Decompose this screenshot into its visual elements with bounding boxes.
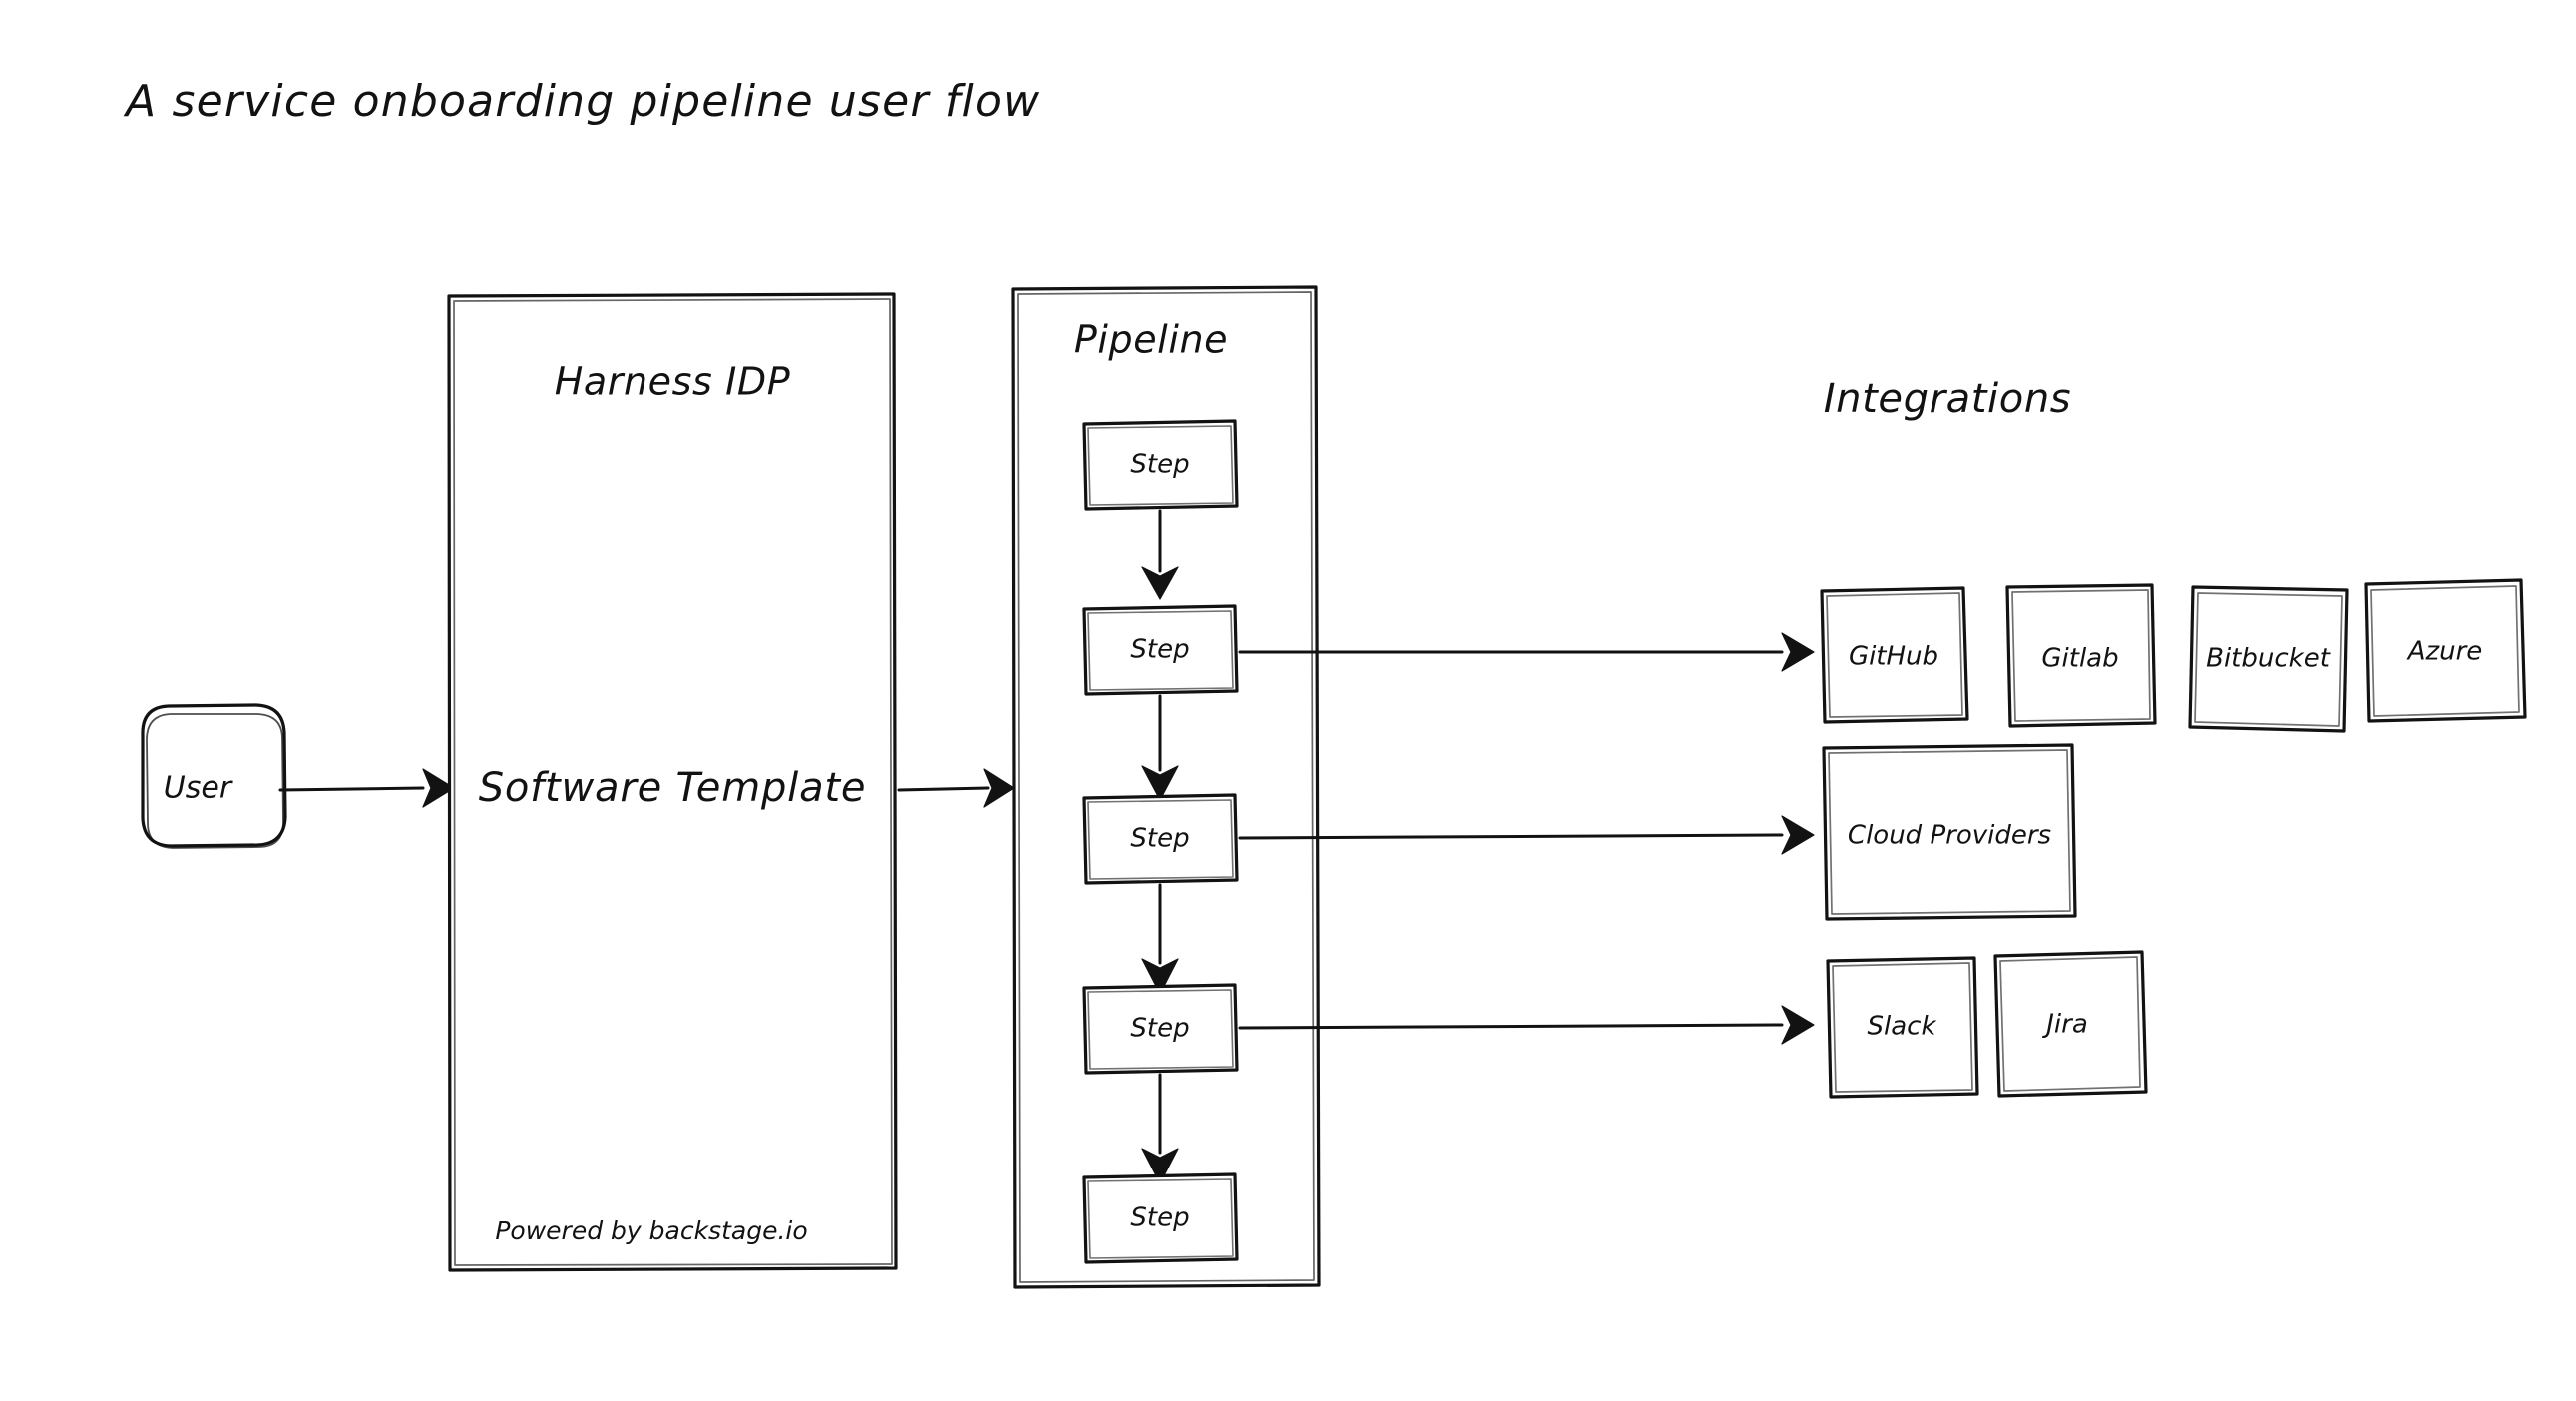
connector-step4-to-tools [1238,1005,1815,1045]
integration-box-outline-second-pass [1826,592,1963,718]
step-label: Step [1130,1203,1189,1233]
connector-line [897,786,990,792]
integration-label: Bitbucket [2206,644,2331,674]
pipeline-step-5[interactable]: Step [1082,1172,1239,1264]
step-label: Step [1130,824,1189,854]
connector-user-to-idp [278,768,455,808]
connector-step3-to-step4 [1141,883,1179,995]
connector-step1-to-step2 [1141,509,1179,600]
pipeline-container-outline-second-pass [1017,291,1315,1283]
integration-gitlab[interactable]: Gitlab [2005,583,2157,728]
integration-slack[interactable]: Slack [1826,956,1979,1099]
integrations-heading: Integrations [1824,376,2071,422]
integration-cloud-providers[interactable]: Cloud Providers [1822,743,2077,921]
step-box-outline [1082,793,1239,885]
integration-box-outline-second-pass [2370,585,2520,717]
step-box-outline [1082,419,1239,511]
container-pipeline[interactable]: Pipeline Step Step [1011,285,1321,1289]
step-label: Step [1130,635,1189,665]
integration-box-outline [2005,583,2157,728]
integration-label: Gitlab [2041,644,2118,674]
connector-step4-to-step5 [1141,1073,1179,1184]
connector-step2-to-step3 [1141,694,1179,801]
software-template-label: Software Template [479,765,867,811]
pipeline-step-3[interactable]: Step [1082,793,1239,885]
page-title: A service onboarding pipeline user flow [123,76,1040,127]
arrowhead-icon [1781,815,1815,855]
integration-box-outline [1826,956,1979,1099]
connector-idp-to-pipeline [897,768,1015,808]
integration-azure[interactable]: Azure [2364,578,2527,723]
connector-line [278,786,425,792]
connector-step2-to-scm [1238,632,1815,672]
pipeline-step-4[interactable]: Step [1082,983,1239,1075]
integration-label: Jira [2041,1010,2088,1040]
step-label: Step [1130,1014,1189,1044]
step-box-outline [1082,983,1239,1075]
integration-box-outline-second-pass [2194,592,2343,727]
integration-box-outline [1820,586,1969,724]
integration-label: Cloud Providers [1848,821,2051,851]
pipeline-step-1[interactable]: Step [1082,419,1239,511]
step-box-outline-second-pass [1087,1178,1234,1259]
connector-line [1238,833,1784,840]
integration-label: Slack [1867,1012,1936,1042]
integration-github[interactable]: GitHub [1820,586,1969,724]
user-label: User [164,771,233,806]
integration-bitbucket[interactable]: Bitbucket [2188,585,2349,733]
arrowhead-icon [1141,958,1179,995]
step-box-outline-second-pass [1087,425,1234,506]
idp-container-title: Harness IDP [555,360,791,404]
integration-box-outline [2188,585,2349,733]
arrowhead-icon [422,768,455,808]
arrowhead-icon [983,768,1015,808]
container-harness-idp[interactable]: Harness IDP Software Template Powered by… [447,292,898,1272]
user-box-outline-second-pass [146,713,284,849]
integration-box-outline-second-pass [1828,749,2071,915]
step-box-outline-second-pass [1087,989,1234,1070]
arrowhead-icon [1141,1148,1179,1184]
integration-box-outline-second-pass [2011,589,2151,722]
step-label: Step [1130,450,1189,480]
step-box-outline-second-pass [1087,610,1234,691]
integration-jira[interactable]: Jira [1993,950,2148,1098]
integration-label: Azure [2406,637,2483,667]
step-box-outline-second-pass [1087,799,1234,880]
idp-container-outline-second-pass [453,298,893,1266]
arrowhead-icon [1141,566,1179,600]
step-box-outline [1082,604,1239,696]
integration-box-outline-second-pass [1832,962,1973,1093]
arrowhead-icon [1141,765,1179,801]
integration-box-outline-second-pass [1999,956,2141,1092]
arrowhead-icon [1781,632,1815,672]
integration-label: GitHub [1849,642,1938,672]
arrowhead-icon [1781,1005,1815,1045]
connector-step3-to-cloud [1238,815,1815,855]
integration-box-outline [2364,578,2527,723]
integration-box-outline [1822,743,2077,921]
pipeline-container-title: Pipeline [1074,318,1228,362]
node-user[interactable]: User [141,703,287,849]
integration-box-outline [1993,950,2148,1098]
powered-by-label: Powered by backstage.io [495,1216,807,1245]
connector-line [1238,1023,1784,1030]
idp-container-outline [447,292,898,1272]
step-box-outline [1082,1172,1239,1264]
pipeline-step-2[interactable]: Step [1082,604,1239,696]
